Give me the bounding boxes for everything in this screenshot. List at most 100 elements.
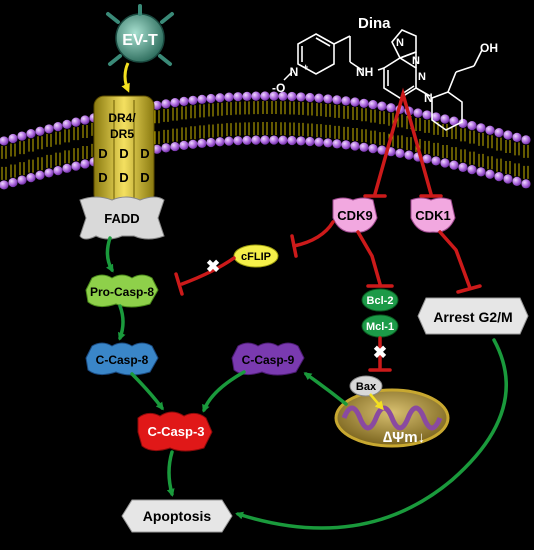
lipid-head	[0, 136, 9, 146]
atom-n-ring: N	[396, 37, 404, 49]
lipid-head	[260, 135, 270, 145]
lipid-head	[485, 125, 495, 135]
fadd-adaptor: FADD	[79, 196, 165, 240]
lipid-head	[296, 92, 306, 102]
lipid-head	[341, 140, 351, 150]
lipid-head	[179, 140, 189, 150]
c-casp9-node: C-Casp-9	[231, 342, 305, 376]
lipid-head	[476, 123, 486, 133]
cflip-node: cFLIP	[233, 244, 279, 268]
arrest-label: Arrest G2/M	[433, 309, 512, 325]
lipid-head	[152, 144, 162, 154]
lipid-head	[449, 116, 459, 126]
cc8-cc3-arrow	[130, 372, 164, 411]
block-mark: ✖	[206, 257, 220, 276]
atom-n-ring: N	[418, 71, 426, 83]
lipid-head	[368, 144, 378, 154]
lipid-head	[287, 135, 297, 146]
cc9-cc3-arrow	[202, 370, 246, 413]
lipid-head	[71, 117, 81, 127]
lipid-head	[62, 163, 72, 173]
lipid-head	[503, 174, 513, 184]
lipid-head	[179, 96, 189, 106]
lipid-head	[278, 91, 288, 101]
lipid-head	[287, 91, 297, 102]
lipid-head	[422, 110, 432, 120]
lipid-head	[377, 145, 387, 155]
lipid-head	[0, 180, 9, 190]
lipid-head	[431, 112, 441, 122]
lipid-head	[170, 97, 180, 108]
lipid-head	[269, 91, 279, 101]
cdk9-cflip-inhibition	[290, 220, 335, 258]
lipid-head	[458, 162, 468, 172]
lipid-head	[80, 159, 90, 169]
lipid-head	[8, 177, 18, 188]
death-receptor: DR4/ DR5 D D D D D D	[93, 95, 155, 205]
pro-casp8-node: Pro-Casp-8	[85, 274, 159, 308]
bax-node: Bax	[349, 375, 383, 397]
apoptosis-label: Apoptosis	[143, 508, 212, 524]
lipid-head	[350, 97, 360, 107]
lipid-head	[44, 124, 54, 134]
lipid-head	[62, 119, 72, 129]
lipid-head	[53, 166, 63, 176]
apoptosis-node: Apoptosis	[121, 499, 233, 533]
fadd-proc8-arrow	[105, 236, 114, 273]
lipid-head	[404, 150, 414, 160]
ev-t-ligand: EV-T	[106, 4, 174, 66]
lipid-head	[368, 100, 378, 110]
lipid-head	[512, 132, 522, 143]
atom-charge: +	[303, 62, 308, 72]
cdk1-label: CDK1	[415, 208, 450, 223]
lipid-head	[296, 136, 306, 146]
receptor-label-dr4: DR4/	[108, 111, 136, 125]
ev-t-label: EV-T	[122, 32, 158, 49]
bcl2-label: Bcl-2	[367, 295, 394, 307]
atom-o-minus: -O	[272, 81, 285, 95]
lipid-head	[395, 148, 405, 158]
death-domain: D	[119, 170, 128, 185]
dina-atoms: Dina N + -O NH N N N N OH	[272, 15, 498, 105]
lipid-head	[440, 114, 450, 124]
lipid-head	[467, 164, 477, 175]
lipid-head	[242, 91, 252, 101]
lipid-head	[386, 103, 396, 113]
lipid-head	[233, 92, 243, 102]
lipid-head	[224, 136, 234, 146]
lipid-head	[233, 136, 243, 146]
mcl1-node: Mcl-1	[361, 314, 399, 338]
atom-n-oxide: N	[290, 65, 299, 79]
lipid-head	[170, 141, 180, 152]
lipid-head	[512, 176, 522, 187]
lipid-head	[26, 129, 36, 139]
arrest-node: Arrest G2/M	[417, 297, 529, 335]
lipid-head	[8, 133, 18, 144]
atom-nh: NH	[356, 65, 373, 79]
mito-cc9-arrow	[303, 372, 348, 406]
lipid-head	[359, 142, 369, 152]
lipid-head	[305, 136, 315, 147]
mitochondrion: ∆Ψm↓	[334, 388, 450, 448]
cdk1-arrest-inhibition	[438, 230, 482, 294]
c-casp8-node: C-Casp-8	[85, 342, 159, 376]
atom-oh: OH	[480, 41, 498, 55]
activation-arrows	[105, 236, 508, 530]
mito-potential-label: ∆Ψm↓	[383, 429, 425, 446]
mcl1-bax-inhibition	[368, 336, 392, 372]
lipid-head	[521, 179, 531, 189]
bcl2-node: Bcl-2	[361, 288, 399, 312]
lipid-head	[431, 156, 441, 166]
lipid-head	[17, 131, 27, 141]
cell-membrane	[0, 91, 531, 190]
lipid-head	[332, 139, 342, 149]
lipid-head	[35, 126, 45, 136]
lipid-head	[251, 91, 261, 101]
block-mark: ✖	[373, 343, 387, 362]
lipid-head	[161, 99, 171, 109]
lipid-head	[260, 91, 270, 101]
lipid-head	[440, 158, 450, 168]
lipid-head	[17, 175, 27, 185]
c-casp3-node: C-Casp-3	[137, 411, 213, 452]
